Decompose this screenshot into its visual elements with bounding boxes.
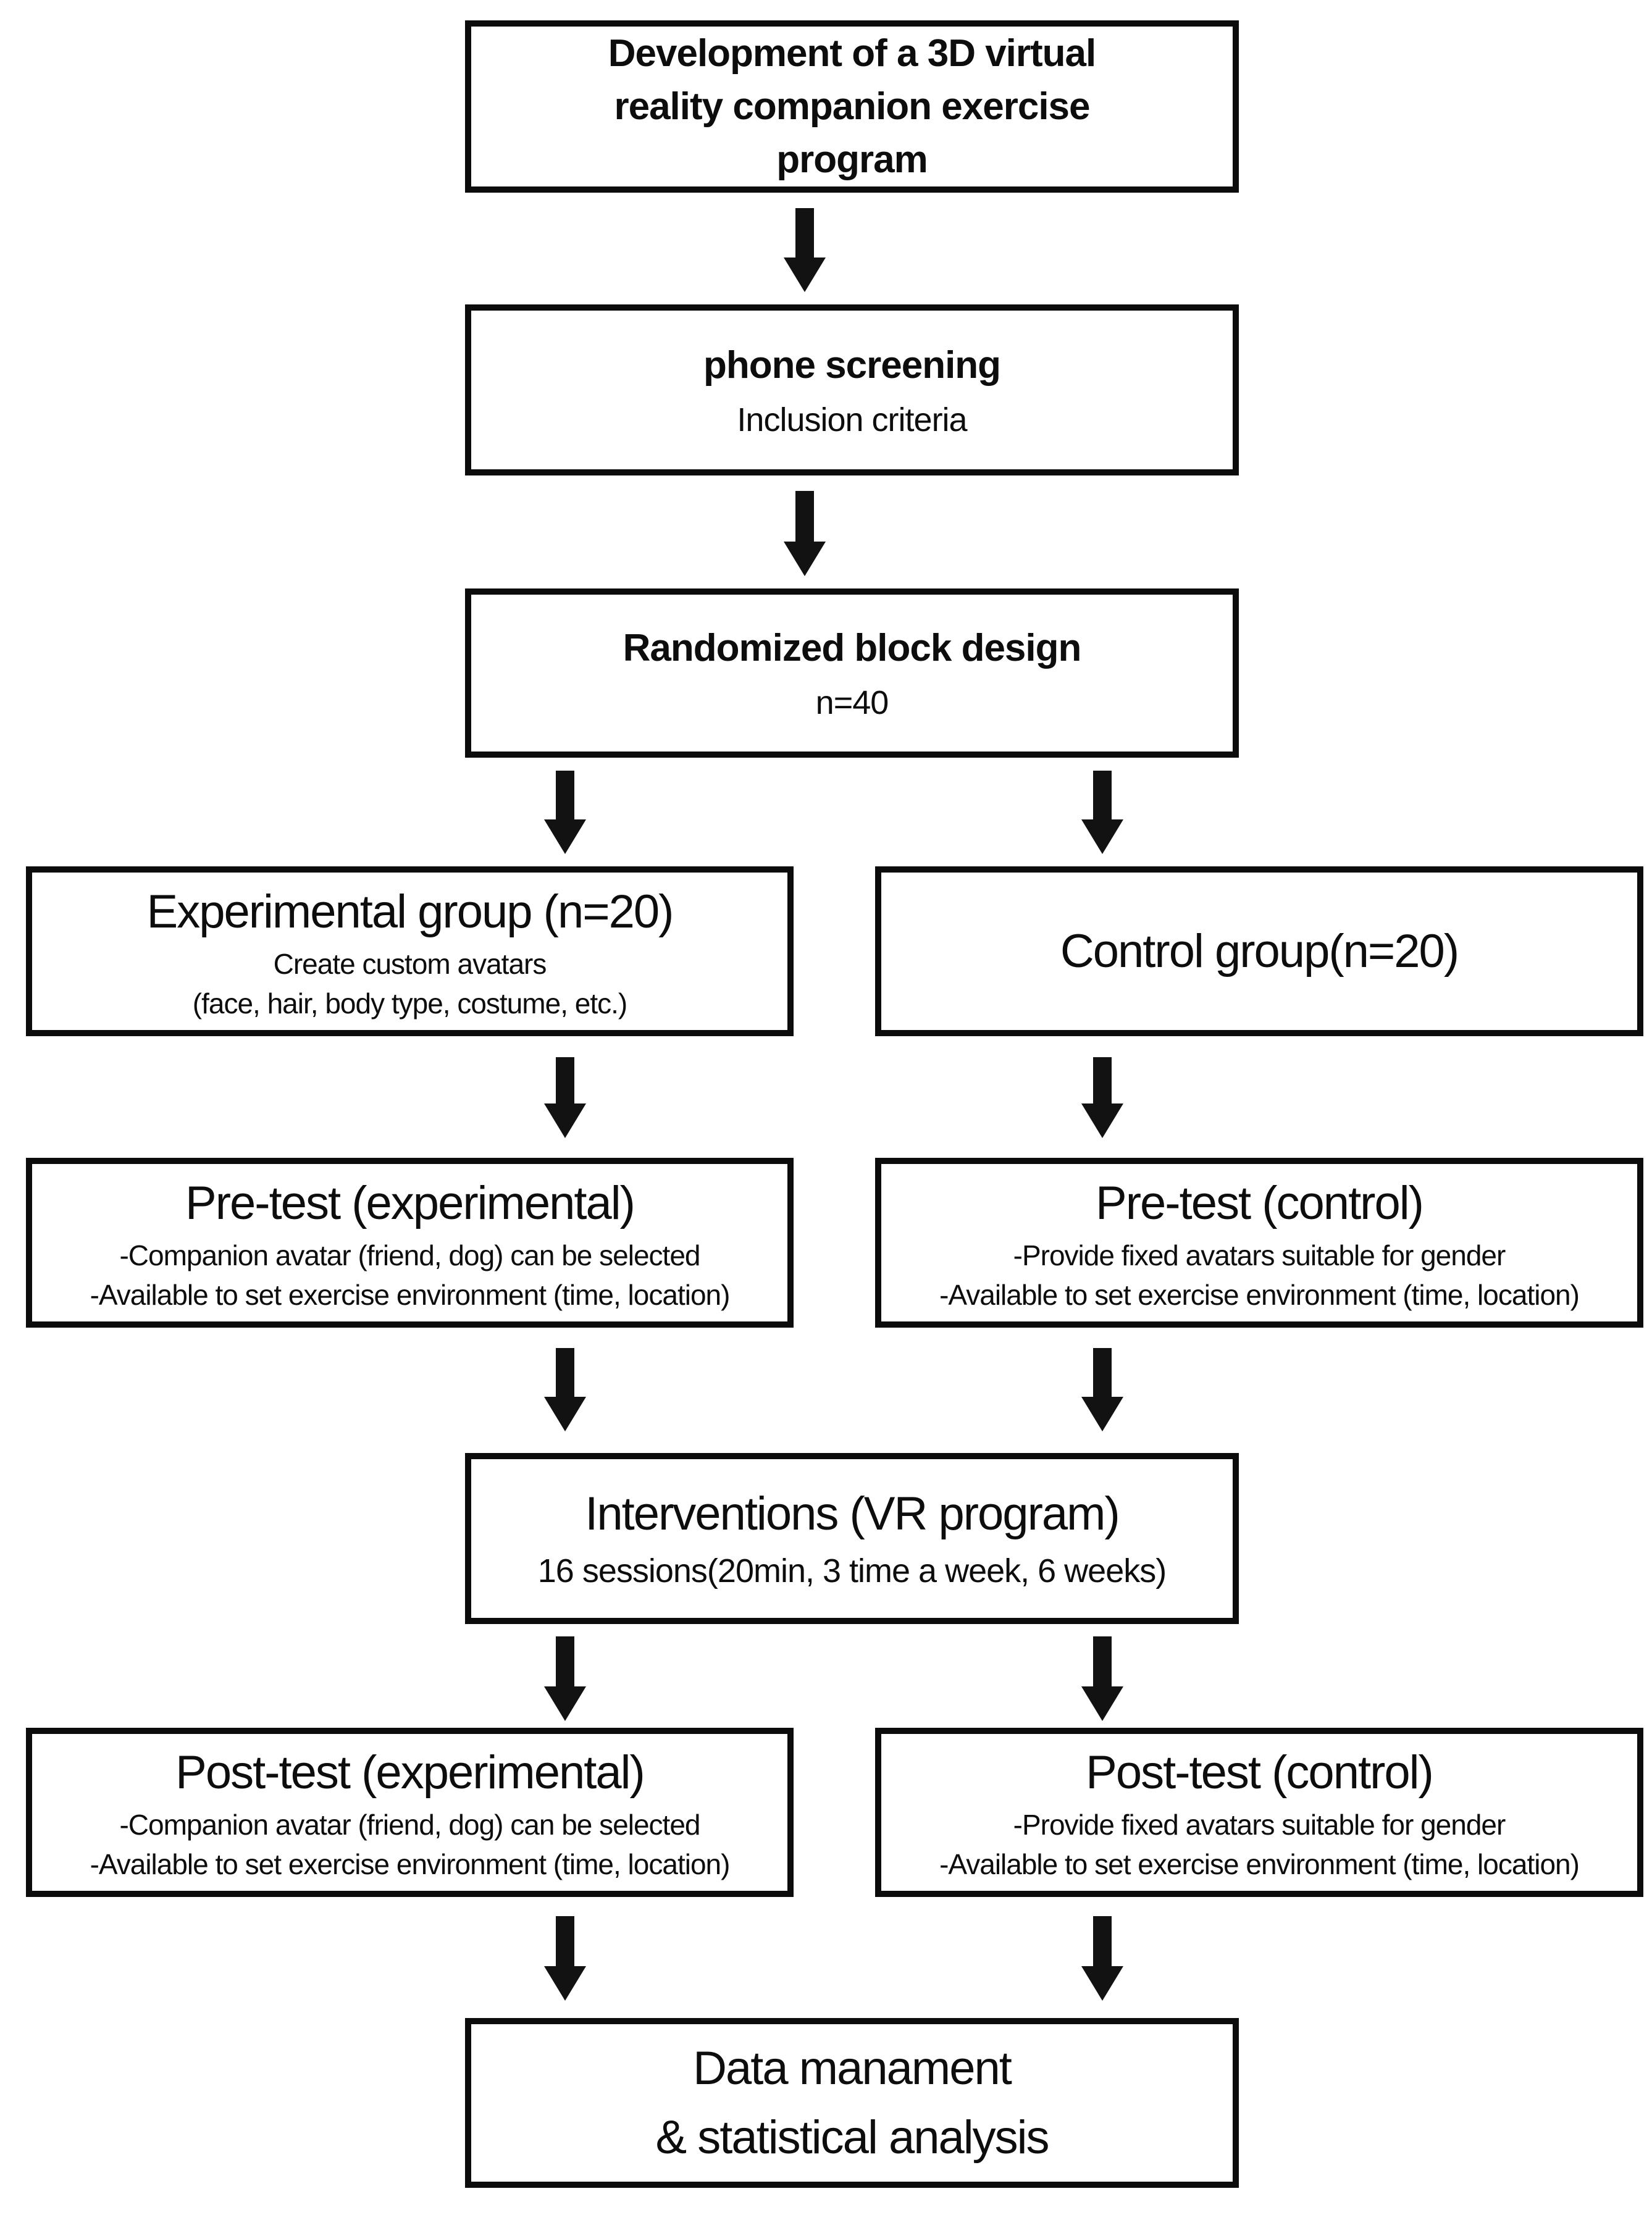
down-arrow-shaft [556,1916,574,1966]
box-pretest-experimental: Pre-test (experimental) -Companion avata… [26,1158,794,1328]
down-arrow-shaft [795,491,814,542]
down-arrow-head [544,1966,586,2001]
box-data-analysis-line-2: & statistical analysis [655,2111,1049,2164]
down-arrow-head [1081,819,1123,854]
box-randomization: Randomized block design n=40 [465,588,1239,758]
box-control-group: Control group(n=20) [875,866,1643,1036]
box-interventions: Interventions (VR program) 16 sessions(2… [465,1453,1239,1624]
down-arrow-head [544,1103,586,1138]
down-arrow-icon [1081,1348,1123,1431]
box-posttest-control-title: Post-test (control) [1086,1746,1434,1799]
box-control-group-title: Control group(n=20) [1060,924,1459,978]
down-arrow-icon [544,771,586,854]
box-interventions-subtitle: 16 sessions(20min, 3 time a week, 6 week… [537,1552,1167,1589]
down-arrow-icon [1081,1636,1123,1721]
down-arrow-head [1081,1966,1123,2001]
down-arrow-icon [784,208,826,292]
box-data-analysis-line-1: Data manament [693,2041,1012,2095]
box-posttest-experimental-detail-1: -Companion avatar (friend, dog) can be s… [119,1809,700,1841]
down-arrow-head [544,819,586,854]
down-arrow-shaft [1093,1348,1112,1397]
down-arrow-head [784,542,826,576]
box-randomization-subtitle: n=40 [815,684,889,721]
box-pretest-control-title: Pre-test (control) [1096,1176,1424,1229]
box-posttest-experimental-title: Post-test (experimental) [175,1746,645,1799]
box-pretest-experimental-detail-2: -Available to set exercise environment (… [90,1278,731,1311]
down-arrow-shaft [1093,771,1112,819]
box-phone-screening-subtitle: Inclusion criteria [737,401,967,438]
box-development-line-3: program [776,138,928,181]
box-pretest-control: Pre-test (control) -Provide fixed avatar… [875,1158,1643,1328]
box-pretest-control-detail-1: -Provide fixed avatars suitable for gend… [1013,1239,1506,1271]
down-arrow-shaft [1093,1636,1112,1686]
down-arrow-icon [544,1348,586,1431]
box-randomization-title: Randomized block design [623,627,1082,669]
down-arrow-shaft [1093,1057,1112,1103]
box-posttest-control-detail-2: -Available to set exercise environment (… [939,1848,1580,1880]
down-arrow-icon [544,1636,586,1721]
down-arrow-shaft [556,1636,574,1686]
box-posttest-experimental-detail-2: -Available to set exercise environment (… [90,1848,731,1880]
down-arrow-icon [544,1057,586,1138]
down-arrow-head [1081,1103,1123,1138]
box-posttest-control-detail-1: -Provide fixed avatars suitable for gend… [1013,1809,1506,1841]
box-pretest-experimental-detail-1: -Companion avatar (friend, dog) can be s… [119,1239,700,1271]
down-arrow-head [544,1397,586,1431]
down-arrow-head [784,258,826,292]
box-posttest-experimental: Post-test (experimental) -Companion avat… [26,1728,794,1897]
box-experimental-group-detail-2: (face, hair, body type, costume, etc.) [192,987,627,1020]
down-arrow-head [1081,1397,1123,1431]
box-experimental-group-detail-1: Create custom avatars [273,947,547,980]
down-arrow-shaft [556,771,574,819]
box-interventions-title: Interventions (VR program) [585,1487,1120,1540]
down-arrow-icon [784,491,826,576]
box-pretest-experimental-title: Pre-test (experimental) [185,1176,635,1229]
box-posttest-control: Post-test (control) -Provide fixed avata… [875,1728,1643,1897]
down-arrow-shaft [556,1348,574,1397]
down-arrow-icon [1081,1057,1123,1138]
down-arrow-icon [1081,771,1123,854]
box-development: Development of a 3D virtual reality comp… [465,20,1239,193]
box-experimental-group-title: Experimental group (n=20) [146,885,674,938]
down-arrow-shaft [1093,1916,1112,1966]
down-arrow-icon [544,1916,586,2001]
box-phone-screening-title: phone screening [703,343,1001,387]
down-arrow-head [1081,1686,1123,1721]
down-arrow-shaft [556,1057,574,1103]
box-experimental-group: Experimental group (n=20) Create custom … [26,866,794,1036]
down-arrow-shaft [795,208,814,258]
box-development-line-1: Development of a 3D virtual [608,31,1097,75]
box-data-analysis: Data manament & statistical analysis [465,2018,1239,2188]
down-arrow-icon [1081,1916,1123,2001]
box-phone-screening: phone screening Inclusion criteria [465,304,1239,475]
box-pretest-control-detail-2: -Available to set exercise environment (… [939,1278,1580,1311]
down-arrow-head [544,1686,586,1721]
box-development-line-2: reality companion exercise [614,85,1090,128]
